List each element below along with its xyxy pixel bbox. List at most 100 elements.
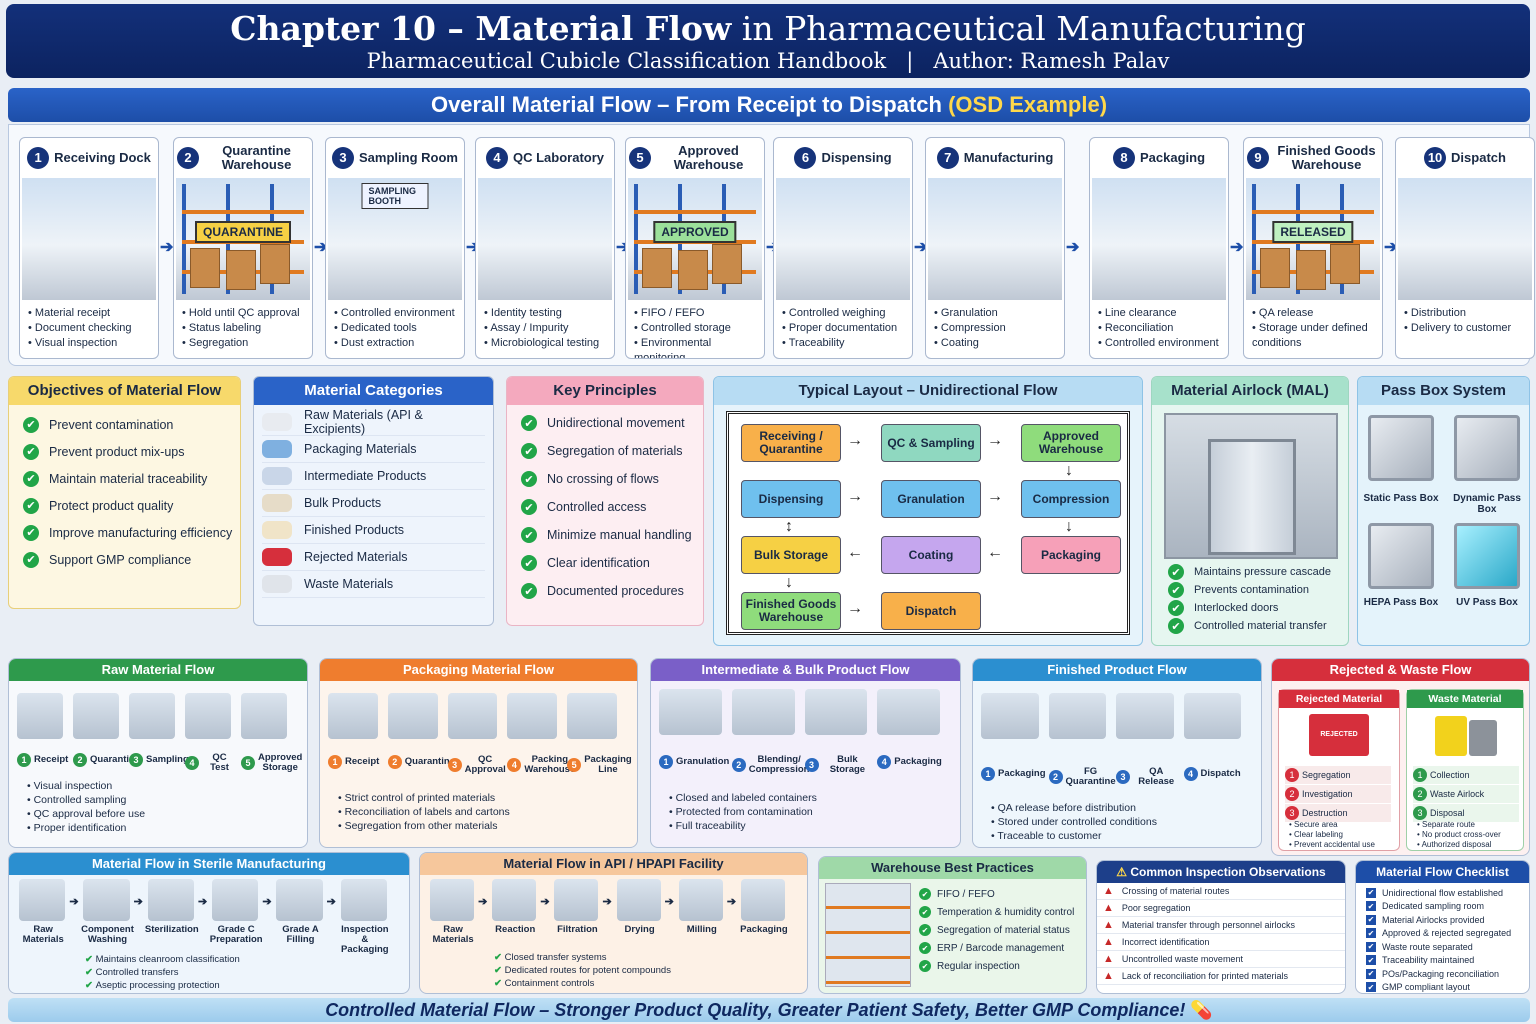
- carton-box: [260, 244, 290, 284]
- raw-flow-bullets: Visual inspectionControlled samplingQC a…: [27, 779, 145, 835]
- check-icon: ✔: [521, 471, 537, 487]
- process-image: [73, 693, 119, 739]
- check-item: ✔Unidirectional movement: [521, 409, 703, 437]
- status-tag: APPROVED: [653, 220, 737, 243]
- bullet-item: Traceable to customer: [991, 829, 1157, 843]
- observation-label: Poor segregation: [1121, 903, 1191, 913]
- arrow-down-icon: ↓: [1065, 462, 1073, 479]
- flow-step: 6DispensingControlled weighingProper doc…: [773, 137, 913, 359]
- raw-flow-panel: Raw Material Flow Visual inspectionContr…: [8, 658, 308, 848]
- checklist-item: ✔Dedicated sampling room: [1366, 900, 1529, 914]
- step-image: QUARANTINE: [176, 178, 310, 300]
- step-label: Packaging: [894, 756, 942, 767]
- arrow-right-icon: →: [987, 488, 1003, 505]
- step-label: QC Approval: [464, 754, 506, 775]
- step-image: [22, 178, 156, 300]
- step-label: Collection: [1430, 770, 1470, 780]
- inspection-panel: ⚠ Common Inspection Observations ▲Crossi…: [1096, 860, 1346, 994]
- step-label: QC Test: [210, 752, 229, 773]
- step-bullet: FIFO / FEFO: [634, 306, 758, 321]
- bullet-item: Closed and labeled containers: [669, 791, 817, 805]
- bullet-item: Strict control of printed materials: [338, 791, 510, 805]
- check-icon: ✔: [521, 555, 537, 571]
- flow-step: 8PackagingLine clearanceReconciliationCo…: [1089, 137, 1229, 359]
- flow-step: 7ManufacturingGranulationCompressionCoat…: [925, 137, 1065, 359]
- check-icon: ✔: [23, 443, 39, 460]
- step-label: Disposal: [1430, 808, 1465, 818]
- packaging-flow-panel: Packaging Material Flow Strict control o…: [319, 658, 638, 848]
- warning-icon: ▲: [1103, 902, 1114, 914]
- process-step-label: Grade C Preparation: [209, 924, 263, 945]
- observation-item: ▲Lack of reconciliation for printed mate…: [1097, 968, 1345, 985]
- overall-title-text: Overall Material Flow – From Receipt to …: [430, 92, 949, 117]
- step-bullet: Reconciliation: [1098, 321, 1222, 336]
- step-label: Quarantine: [90, 754, 141, 765]
- process-step-label: Milling: [686, 924, 717, 935]
- bullet-item: No product cross-over: [1417, 830, 1501, 840]
- carton-box: [1260, 248, 1290, 288]
- warning-icon: ⚠: [1116, 865, 1131, 879]
- bullet-item: Secure area: [1289, 820, 1375, 830]
- category-icon: [262, 575, 292, 593]
- arrow-right-icon: ➔: [314, 239, 328, 256]
- warning-icon: ▲: [1103, 970, 1114, 982]
- packaging-flow-bullets: Strict control of printed materialsRecon…: [338, 791, 510, 833]
- layout-title: Typical Layout – Unidirectional Flow: [714, 377, 1142, 405]
- step-name: Finished Goods Warehouse: [1277, 143, 1376, 172]
- category-icon: [262, 548, 292, 566]
- step-bullet: Traceability: [782, 336, 906, 351]
- step-bullet: Line clearance: [1098, 306, 1222, 321]
- waste-bin-icon: [1469, 720, 1497, 756]
- footer-text: Controlled Material Flow – Stronger Prod…: [325, 1000, 1186, 1020]
- step-name: Sampling Room: [359, 150, 458, 165]
- intermediate-flow-bullets: Closed and labeled containersProtected f…: [669, 791, 817, 833]
- process-image: [147, 879, 194, 921]
- categories-list: Raw Materials (API & Excipients)Packagin…: [254, 405, 493, 598]
- step-label: Receipt: [34, 754, 69, 765]
- step-number: 3: [1285, 806, 1299, 820]
- intermediate-flow-title: Intermediate & Bulk Product Flow: [651, 659, 960, 681]
- bullet-item: Prevent accidental use: [1289, 840, 1375, 850]
- step-label: Sampling: [146, 754, 189, 765]
- bullet-item: Reconciliation of labels and cartons: [338, 805, 510, 819]
- objectives-list: ✔Prevent contamination✔Prevent product m…: [9, 405, 240, 573]
- dynamic-passbox-icon: [1454, 415, 1520, 481]
- process-step-label: Inspection & Packaging: [341, 924, 389, 955]
- step-bullet: Distribution: [1404, 306, 1528, 321]
- finished-flow-panel: Finished Product Flow QA release before …: [972, 658, 1262, 848]
- step-number: 1: [27, 147, 50, 169]
- step-label: Packing Warehouse: [524, 754, 576, 775]
- process-image: [1116, 693, 1174, 739]
- arrow-right-icon: ➔: [478, 896, 488, 908]
- step-bullet: Dust extraction: [334, 336, 458, 351]
- step-bullet: Controlled environment: [334, 306, 458, 321]
- checklist-label: Traceability maintained: [1382, 955, 1475, 966]
- observation-item: ▲Uncontrolled waste movement: [1097, 951, 1345, 968]
- sterile-title: Material Flow in Sterile Manufacturing: [9, 853, 409, 875]
- step-image: RELEASED: [1246, 178, 1380, 300]
- check-item-label: No crossing of flows: [547, 472, 659, 486]
- check-icon: ✔: [521, 443, 537, 459]
- check-icon: ✔: [1168, 582, 1184, 598]
- check-item: ✔Regular inspection: [919, 957, 1074, 975]
- warning-icon: ▲: [1103, 885, 1114, 897]
- check-icon: ✔: [23, 416, 39, 433]
- warning-icon: ▲: [1103, 919, 1114, 931]
- packaging-flow-title: Packaging Material Flow: [320, 659, 637, 681]
- layout-diagram: Receiving / Quarantine → QC & Sampling →…: [726, 411, 1130, 635]
- category-item: Waste Materials: [262, 571, 485, 598]
- checklist-panel: Material Flow Checklist ✔Unidirectional …: [1355, 860, 1530, 994]
- checkbox-icon: ✔: [1366, 941, 1376, 952]
- observation-label: Incorrect identification: [1121, 937, 1210, 947]
- step-bullet: Dedicated tools: [334, 321, 458, 336]
- api-checks: Closed transfer systemsDedicated routes …: [494, 951, 671, 990]
- layout-box-dispatch: Dispatch: [881, 592, 981, 630]
